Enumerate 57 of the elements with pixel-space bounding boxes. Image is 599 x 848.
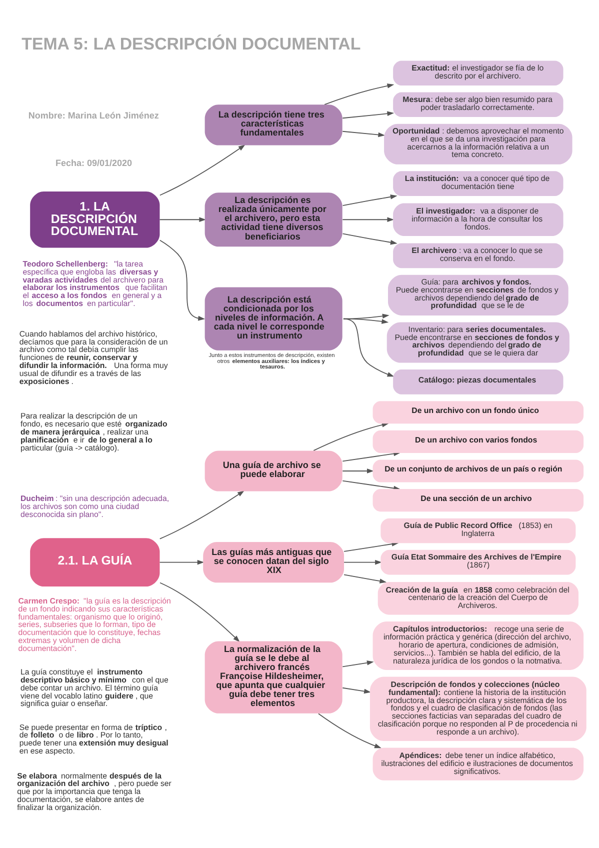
node-box: Descripción de fondos y colecciones (núcleo fundamental): contiene la historia de la institución productora, la descripción clara y sistemática de los fondos y el cuadro de clasificación de fondos (las secciones facticias van separadas del cuadro de clasificación porque no responden al P de procedencia ni responde a un archivo). (370, 676, 586, 740)
node-box: Una guía de archivo se puede elaborar (204, 450, 342, 491)
arrow (159, 490, 244, 539)
label: Ducheim: "sin una descripción adecuada, los archivos son como una ciudad desconocida sin plano". (20, 493, 170, 518)
node-box: El archivero: va a conocer lo que se conserva en el fondo. (393, 242, 564, 268)
label: La guía constituye el instrumento descriptivo básico y mínimo con el que debe contar un archivo. El término guía viene del vocablo latino guidere, que significa guiar o enseñar. (20, 667, 168, 708)
node-box: Exactitud: el investigador se fía de lo descrito por el archivero. (393, 60, 564, 85)
node-box: Apéndices: debe tener un índice alfabético, ilustraciones del edificio e ilustraciones de documentos significativos. (372, 747, 584, 780)
arrow (344, 559, 382, 564)
node-box: El investigador: va a disponer de información a la hora de consultar los fondos. (393, 202, 564, 236)
label: Nombre: Marina León Jiménez (28, 110, 159, 120)
node-box: Creación de la guía en 1858 como celebración del centenario de la creación del Cuerpo de Archiveros. (378, 582, 578, 614)
node-box: De una sección de un archivo (372, 488, 584, 512)
arrow (159, 216, 206, 222)
node-box: De un conjunto de archivos de un país o región (372, 459, 584, 482)
arrow (342, 110, 394, 118)
label: Carmen Crespo: "la guía es la descripción de un fondo indicando sus características fundamentales: organismo que lo originó, series, subseries que lo forman, tipo de documentación que lo constituye, fechas extremas y volumen de dicha documentación". (18, 596, 171, 652)
arrow (342, 232, 398, 244)
node-box: La descripción es realizada únicamente por el archivero, pero esta actividad tiene diversos beneficiarios (204, 192, 342, 246)
node-box: Inventario: para series documentales. Puede encontrarse en secciones de fondos y archivos dependiendo del grado de profundidad que se le quiera dar (386, 322, 570, 362)
node-box: Mesura: debe ser algo bien resumido para poder trasladarlo correctamente. (393, 92, 564, 117)
label: Fecha: 09/01/2020 (55, 157, 132, 168)
node-box: Las guías más antiguas que se conocen datan del siglo XIX (203, 542, 344, 582)
arrow (342, 660, 374, 667)
arrow (324, 83, 394, 105)
node-box: De un archivo con varios fondos (372, 430, 584, 452)
node-box: Catálogo: piezas documentales (393, 369, 564, 394)
node-box: Oportunidad: debemos aprovechar el momento en el que se da una investigación para acercarnos a la información relativa a un tema concreto. (384, 123, 572, 164)
label: Se puede presentar en forma de tríptico, de folleto o de libro. Por lo tanto, puede tener una extensión muy desigual en ese aspecto. (19, 722, 168, 755)
node-box: Guía: para archivos y fondos. Puede encontrarse en secciones de fondos y archivos dependiendo del grado de profundidad que se le de (388, 274, 568, 315)
arrow (159, 559, 204, 564)
label: Cuando hablamos del archivo histórico, decíamos que para la consideración de un archivo como tal debía cumplir las funciones de reunir, conservar y difundir la información. Una forma muy usual de difundir es a través de las exposiciones. (19, 328, 168, 386)
node-box: La normalización de la guía se le debe al archivero francés Françoise Hildesheimer, que apunta que cualquier guía debe tener tres elementos (204, 640, 342, 713)
node-box: La descripción tiene tres características fundamentales (204, 104, 342, 145)
arrow (342, 686, 371, 694)
label: Para realizar la descripción de un fondo, es necesario que esté organizado de manera jerárquica, realizar una planificación e ir de lo general a lo particular (guía -> catálogo). (20, 411, 168, 452)
label: Se elabora normalmente después de la organización del archivo, pero puede ser que por la importancia que tenga la documentación, se elabore antes de finalizar la organización. (17, 770, 172, 812)
arrow (159, 144, 246, 196)
node-box: Guía de Public Record Office (1853) en Inglaterra (380, 518, 576, 543)
diagram-title: TEMA 5: LA DESCRIPCIÓN DOCUMENTAL (22, 34, 361, 53)
node-box: 1. LA DESCRIPCIÓN DOCUMENTAL (30, 190, 160, 248)
arrow (342, 468, 374, 473)
node-box: La descripción está condicionada por los niveles de información. A cada nivel le corresponde un instrumento (204, 286, 342, 350)
label: Teodoro Schellenberg: "la tarea específica que engloba las diversas y varadas actividades del archivero para elaborar los instrumentos que facilitan el acceso a los fondos en general y a los documentos en particular". (22, 259, 168, 308)
arrow (342, 130, 386, 137)
arrow (159, 239, 206, 320)
node-box: Guía Etat Sommaire des Archives de l'Empire (1867) (380, 549, 576, 574)
node-box: Capítulos introductorios: recoge una serie de información práctica y genérica (dirección del archivo, horario de apertura, condiciones de admisión, servicios...). También se habla del edificio, de la naturaleza jurídica de los gondos o la notmativa. (372, 620, 584, 670)
arrow (344, 574, 387, 583)
arrow (160, 582, 240, 642)
arrow (342, 216, 394, 222)
node-box: La institución: va a conocer qué tipo de documentación tiene (393, 170, 564, 196)
node-box: De un archivo con un fondo único (372, 400, 584, 424)
arrow (318, 712, 382, 748)
arrow (343, 318, 394, 376)
arrow (342, 194, 398, 206)
node-box: 2.1. LA GUÍA (30, 538, 160, 586)
